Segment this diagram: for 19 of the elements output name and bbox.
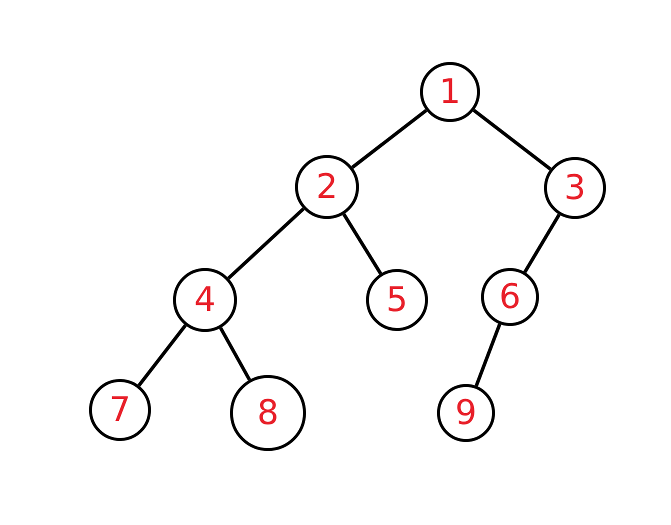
connector-line xyxy=(523,214,561,273)
node-number: 7 xyxy=(109,393,131,427)
connector-line xyxy=(342,213,382,275)
node-number: 2 xyxy=(316,170,338,204)
connector-line xyxy=(472,108,552,170)
connector-line xyxy=(138,324,187,387)
connector-line xyxy=(351,108,428,169)
connector-line xyxy=(474,324,502,386)
node-number: 1 xyxy=(439,75,461,109)
node-number: 4 xyxy=(194,283,216,317)
node-number: 8 xyxy=(257,396,279,430)
connector-line xyxy=(227,207,305,280)
node-number: 5 xyxy=(386,283,408,317)
node-number: 6 xyxy=(499,280,521,314)
tree-node-circle xyxy=(295,155,359,219)
tree-node-circle xyxy=(173,268,237,332)
connector-line xyxy=(219,327,252,381)
node-number: 9 xyxy=(455,396,477,430)
node-number: 3 xyxy=(564,171,586,205)
